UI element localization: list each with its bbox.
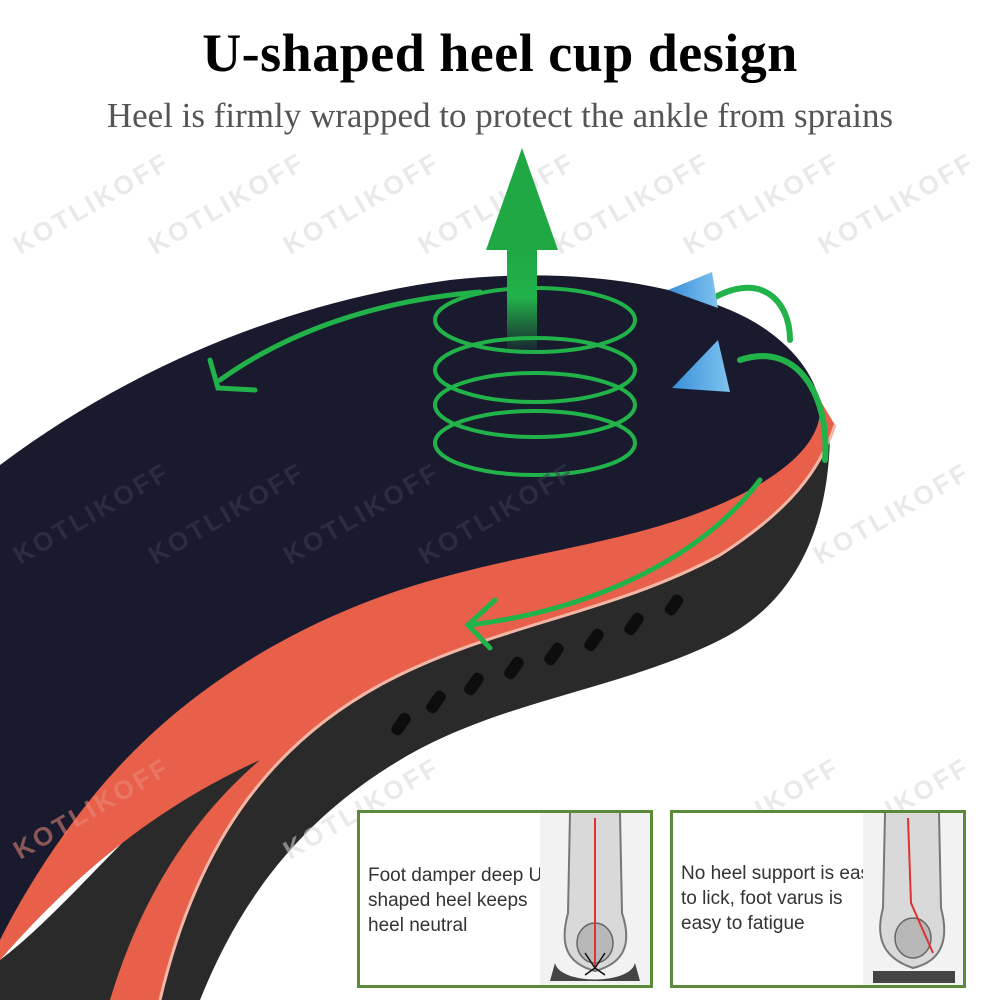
up-arrow-icon [486,148,558,355]
edge-highlight [158,424,837,1001]
panel-caption: No heel support is easy to lick, foot va… [681,863,880,934]
heel-xray-icon [863,813,963,985]
curved-arrow-icon [464,477,763,651]
curved-arrow-icon [668,272,829,463]
comparison-panel-bad: No heel support is easy to lick, foot va… [670,810,966,988]
base-vents [391,594,684,736]
insole-top [0,275,820,940]
watermark: KOTLIKOFF [808,456,975,570]
comparison-panel-good: Foot damper deep U-shaped heel keeps hee… [357,810,653,988]
page-subtitle: Heel is firmly wrapped to protect the an… [106,96,894,135]
panel-caption: Foot damper deep U-shaped heel keeps hee… [368,865,549,936]
curved-arrow-icon [207,289,483,393]
page-title: U-shaped heel cup design [202,23,798,83]
heel-xray-icon [540,813,650,985]
insole-edge [0,400,835,1000]
